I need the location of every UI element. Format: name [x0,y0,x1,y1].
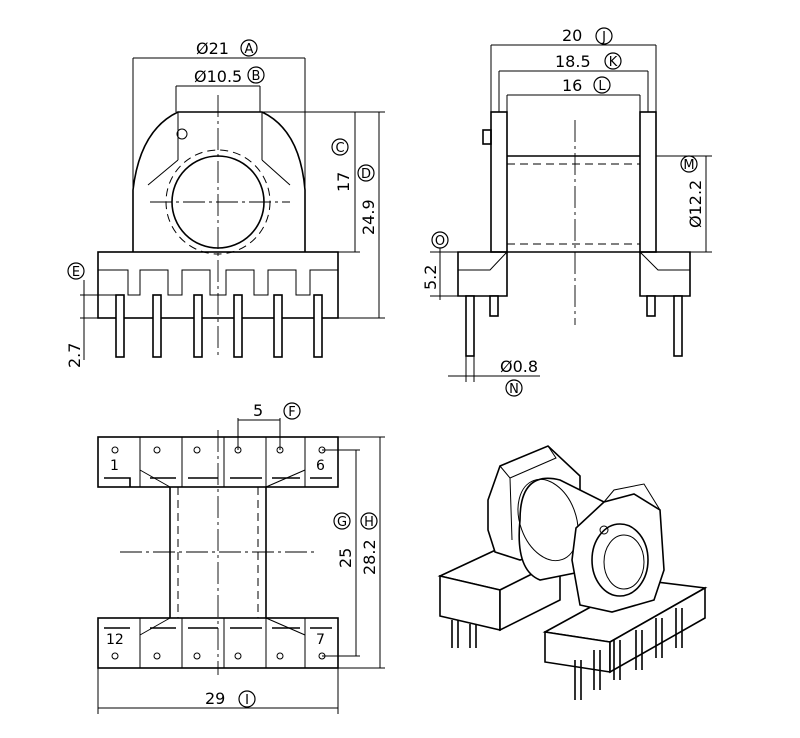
pin-12-label: 12 [106,632,124,648]
dim-249-value: 24.9 [359,199,378,235]
marker-h-label: H [364,515,374,530]
marker-k-label: K [609,55,618,70]
marker-d-label: D [361,167,371,182]
dim-j-value: 20 [562,26,582,45]
dim-l-value: 16 [562,76,582,95]
dim-27-value: 2.7 [65,343,84,368]
side-view: 20 J 18.5 K 16 L M Ø12.2 O 5.2 Ø0.8 [421,26,712,397]
marker-i-circle [238,690,256,708]
marker-i-label: I [245,693,249,708]
marker-d-circle [357,164,375,182]
marker-a-circle [240,39,258,57]
front-view: Ø21 A Ø10.5 B 17 24.9 C D E 2.7 [65,39,385,368]
marker-g-label: G [337,515,347,530]
marker-k-circle [604,52,622,70]
dim-52-value: 5.2 [421,265,440,290]
marker-c-circle [331,138,349,156]
marker-h-circle [360,512,378,530]
marker-f-circle [283,402,301,420]
marker-e-label: E [72,265,80,280]
dim-k-value: 18.5 [555,52,591,71]
marker-n-circle [505,379,523,397]
dim-b-value: Ø10.5 [194,67,242,86]
marker-l-label: L [598,79,606,94]
marker-l-circle [593,76,611,94]
marker-m-label: M [683,158,694,173]
marker-a-label: A [245,42,254,57]
marker-o-circle [431,231,449,249]
dim-d-value: 17 [334,172,353,192]
dim-h-value: 28.2 [360,539,379,575]
isometric-view [437,445,708,700]
dim-n-value: Ø0.8 [500,357,538,376]
marker-n-label: N [509,382,519,397]
top-view: 1 6 7 12 5 F 25 28.2 G H 29 I [97,401,385,714]
pin-1-label: 1 [110,458,119,474]
dim-i-value: 29 [205,689,225,708]
pin-6-label: 6 [316,458,325,474]
dim-a-value: Ø21 [196,39,229,58]
dim-g-value: 25 [336,548,355,568]
marker-o-label: O [435,234,445,249]
marker-f-label: F [288,405,295,420]
marker-b-label: B [252,69,261,84]
pin-7-label: 7 [316,632,325,648]
marker-j-circle [595,27,613,45]
marker-j-label: J [601,30,606,45]
marker-b-circle [247,66,265,84]
marker-c-label: C [335,141,344,156]
marker-m-circle [680,155,698,173]
marker-e-circle [67,262,85,280]
marker-g-circle [333,512,351,530]
dim-m-value: Ø12.2 [686,180,705,228]
dim-f-value: 5 [253,401,263,420]
